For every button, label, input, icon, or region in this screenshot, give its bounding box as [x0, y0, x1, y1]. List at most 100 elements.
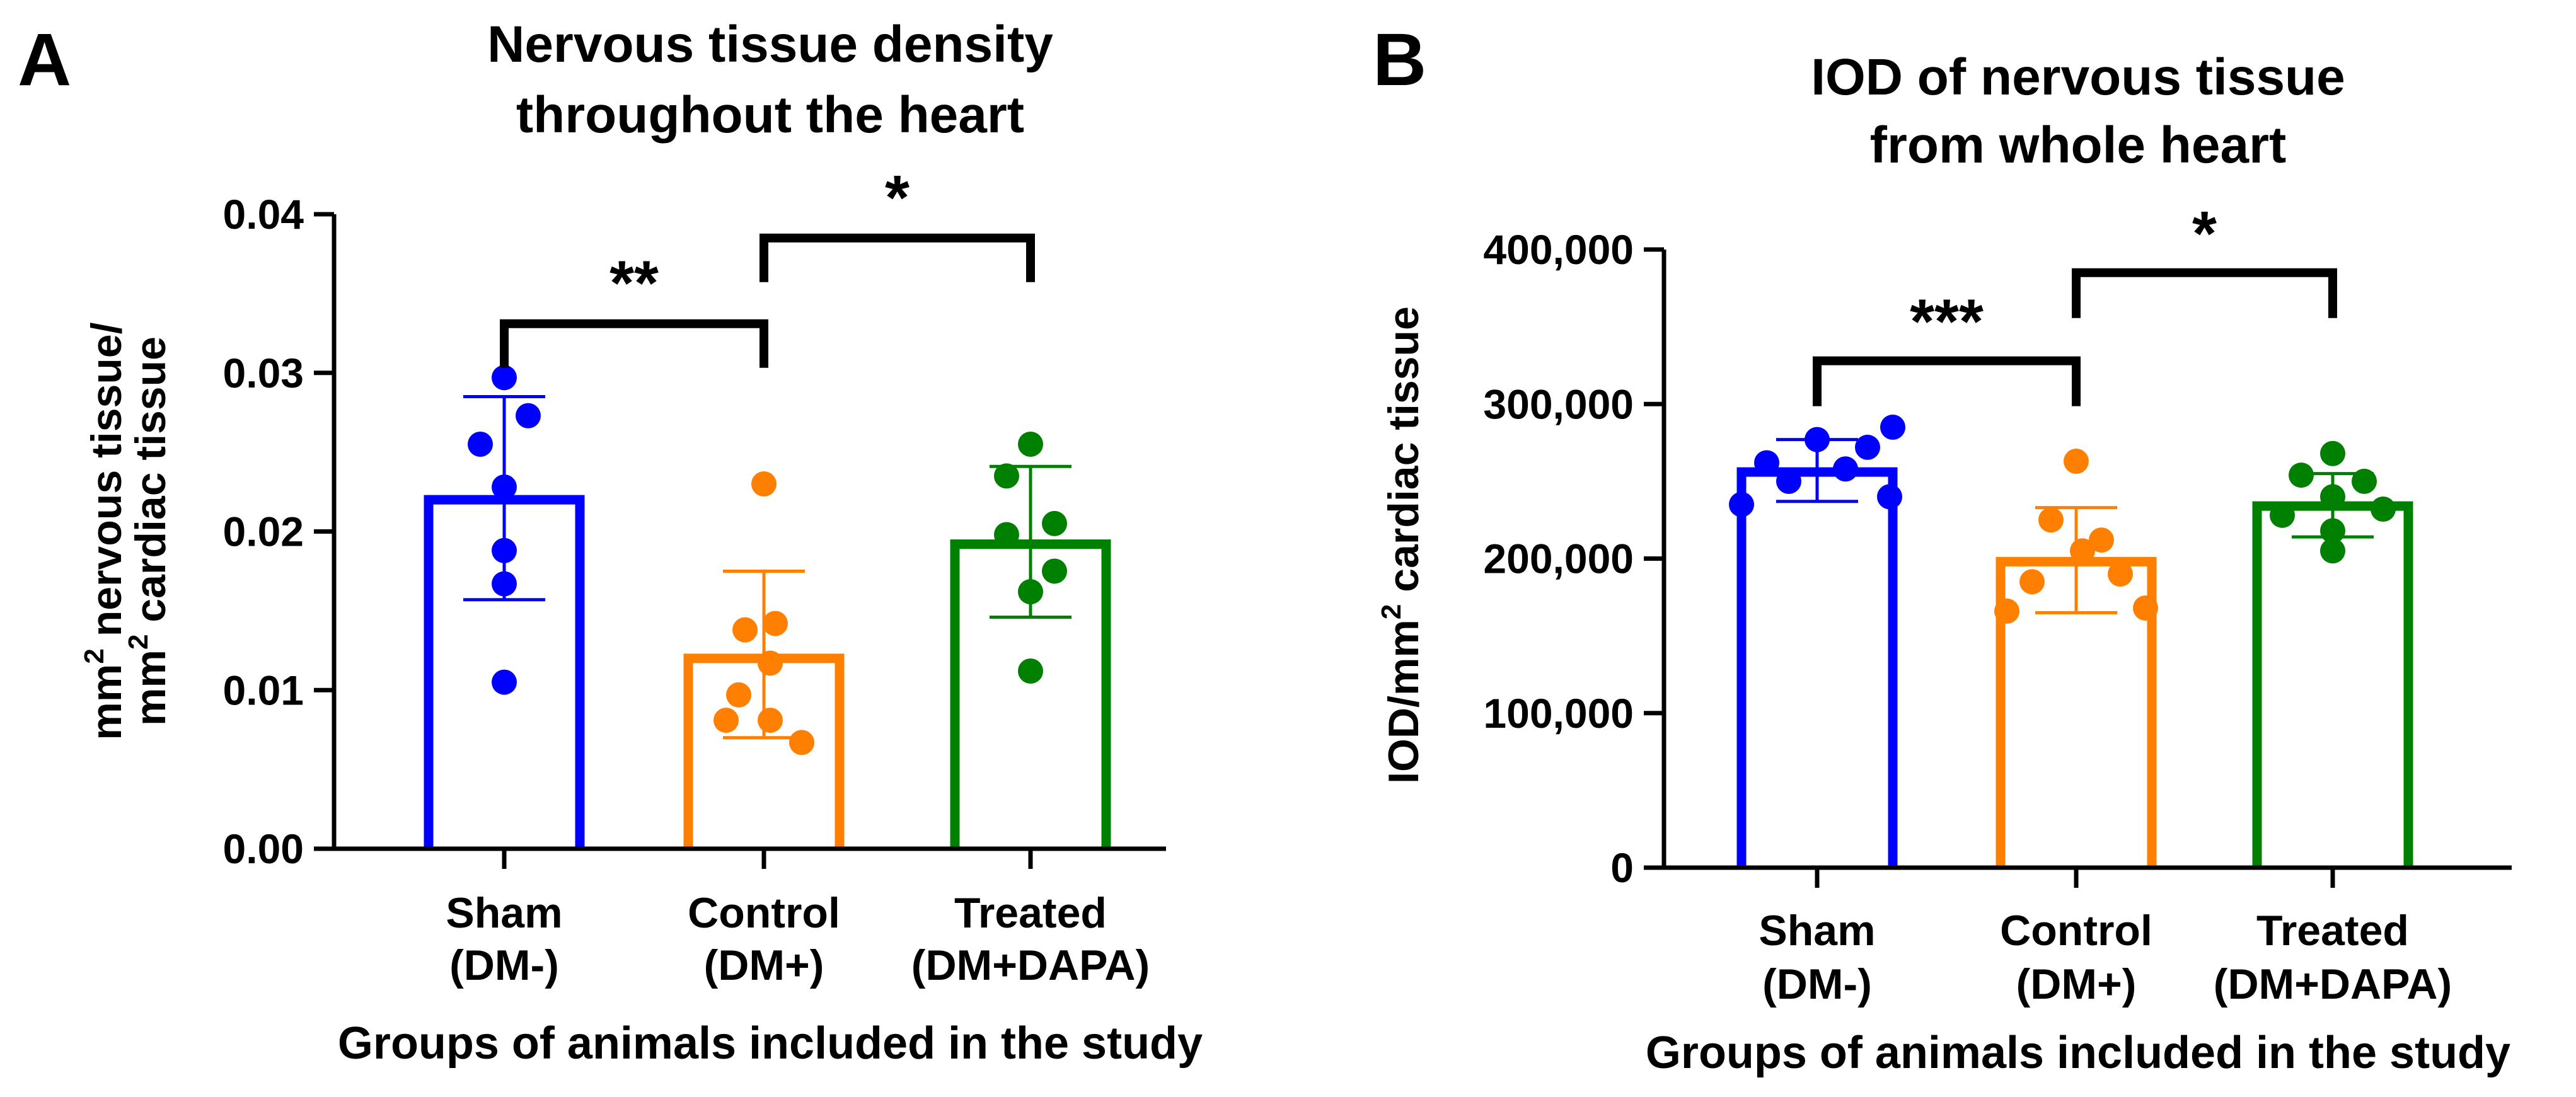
panel-label: A: [18, 18, 71, 101]
y-tick-label: 400,000: [1483, 226, 1634, 273]
data-point: [758, 708, 783, 733]
data-point: [1018, 658, 1043, 684]
data-point: [2038, 507, 2064, 533]
data-point: [1018, 432, 1043, 457]
panel-a: A Nervous tissue density throughout the he…: [18, 16, 1203, 1069]
y-axis-label-superscript: 2: [123, 635, 154, 650]
data-point: [2320, 518, 2345, 544]
data-point: [492, 669, 517, 695]
significance-bracket: [2072, 268, 2337, 318]
data-point: [2133, 595, 2158, 621]
chart-title-line: from whole heart: [1870, 117, 2287, 174]
data-point: [763, 611, 788, 636]
y-axis-label-line: IOD/mm2 cardiac tissue: [1376, 306, 1428, 784]
category-label: (DM+DAPA): [911, 941, 1150, 989]
data-point: [492, 537, 517, 563]
y-axis-label-text: cardiac tissue: [1380, 306, 1428, 604]
y-axis-label-text: mm: [127, 650, 175, 726]
significance-label: **: [609, 248, 659, 319]
data-point: [492, 474, 517, 500]
data-point: [1729, 491, 1754, 517]
y-axis-label-superscript: 2: [79, 648, 110, 663]
significance-bracket: [500, 319, 768, 368]
y-axis-label-text: cardiac tissue: [127, 336, 175, 634]
significance-label: ***: [1910, 287, 1984, 357]
chart-title-line: IOD of nervous tissue: [1811, 49, 2345, 106]
x-axis-label: Groups of animals included in the study: [1646, 1028, 2510, 1078]
category-label: Treated: [954, 889, 1107, 937]
significance-label: *: [2192, 198, 2217, 269]
y-axis-label-text: IOD/mm: [1380, 619, 1428, 784]
y-axis-label-text: nervous tissue/: [83, 322, 130, 648]
data-point: [492, 571, 517, 597]
data-point: [2019, 569, 2045, 595]
data-point: [1018, 579, 1043, 605]
panel-b: B IOD of nervous tissue from whole heartSh…: [1373, 18, 2512, 1078]
category-label: Sham: [1759, 907, 1875, 955]
significance-bracket: [1813, 356, 2081, 406]
category-label: (DM+): [2016, 960, 2137, 1008]
y-axis-label-superscript: 2: [1376, 604, 1407, 619]
category-label: (DM-): [449, 941, 559, 989]
data-point: [1042, 558, 1067, 584]
y-tick-label: 0.03: [223, 350, 304, 396]
panel-label: B: [1373, 18, 1426, 101]
y-tick-label: 0.04: [223, 191, 304, 238]
y-axis-label-line: mm2 cardiac tissue: [123, 336, 175, 726]
y-tick-label: 0: [1610, 844, 1634, 891]
data-point: [2108, 561, 2133, 587]
data-point: [1855, 434, 1880, 460]
data-point: [1880, 415, 1905, 440]
data-point: [726, 682, 751, 708]
data-point: [1776, 468, 1801, 494]
y-axis-label-text: mm: [83, 664, 130, 740]
data-point: [1877, 484, 1902, 510]
data-point: [2070, 538, 2095, 564]
data-point: [994, 522, 1019, 548]
data-point: [2371, 497, 2396, 522]
data-point: [516, 403, 541, 428]
y-tick-label: 0.00: [223, 825, 304, 872]
data-point: [1042, 510, 1067, 536]
data-point: [2089, 527, 2114, 553]
y-tick-label: 300,000: [1483, 381, 1634, 427]
category-label: (DM-): [1762, 960, 1872, 1008]
category-label: Control: [688, 889, 840, 937]
data-point: [1833, 456, 1858, 482]
y-axis-label-line: mm2 nervous tissue/: [79, 322, 130, 740]
category-label: Sham: [446, 889, 562, 937]
data-point: [2064, 448, 2089, 474]
category-label: Treated: [2256, 907, 2409, 955]
category-label: (DM+DAPA): [2214, 960, 2452, 1008]
data-point: [468, 432, 493, 457]
category-label: Control: [2000, 907, 2152, 955]
data-point: [789, 730, 814, 755]
x-axis-label: Groups of animals included in the study: [338, 1018, 1203, 1069]
y-tick-label: 0.02: [223, 508, 304, 555]
y-tick-label: 200,000: [1483, 536, 1634, 582]
data-point: [1805, 427, 1830, 452]
data-point: [751, 471, 777, 497]
data-point: [758, 650, 783, 676]
data-point: [1754, 450, 1779, 476]
data-point: [2352, 468, 2377, 494]
significance-bracket: [760, 233, 1035, 282]
y-tick-label: 0.01: [223, 667, 304, 713]
data-point: [2270, 502, 2295, 528]
data-point: [2320, 538, 2345, 564]
bar: [1736, 467, 1898, 868]
data-point: [994, 463, 1019, 489]
chart-title-line: throughout the heart: [516, 86, 1024, 144]
data-point: [2289, 462, 2314, 488]
significance-label: *: [885, 163, 910, 233]
y-tick-label: 100,000: [1483, 690, 1634, 737]
data-point: [2320, 484, 2345, 510]
data-point: [732, 617, 758, 643]
data-point: [1994, 598, 2019, 624]
data-point: [713, 708, 739, 733]
category-label: (DM+): [704, 941, 824, 989]
chart-title-line: Nervous tissue density: [487, 16, 1053, 73]
data-point: [492, 365, 517, 391]
data-point: [2320, 440, 2345, 466]
